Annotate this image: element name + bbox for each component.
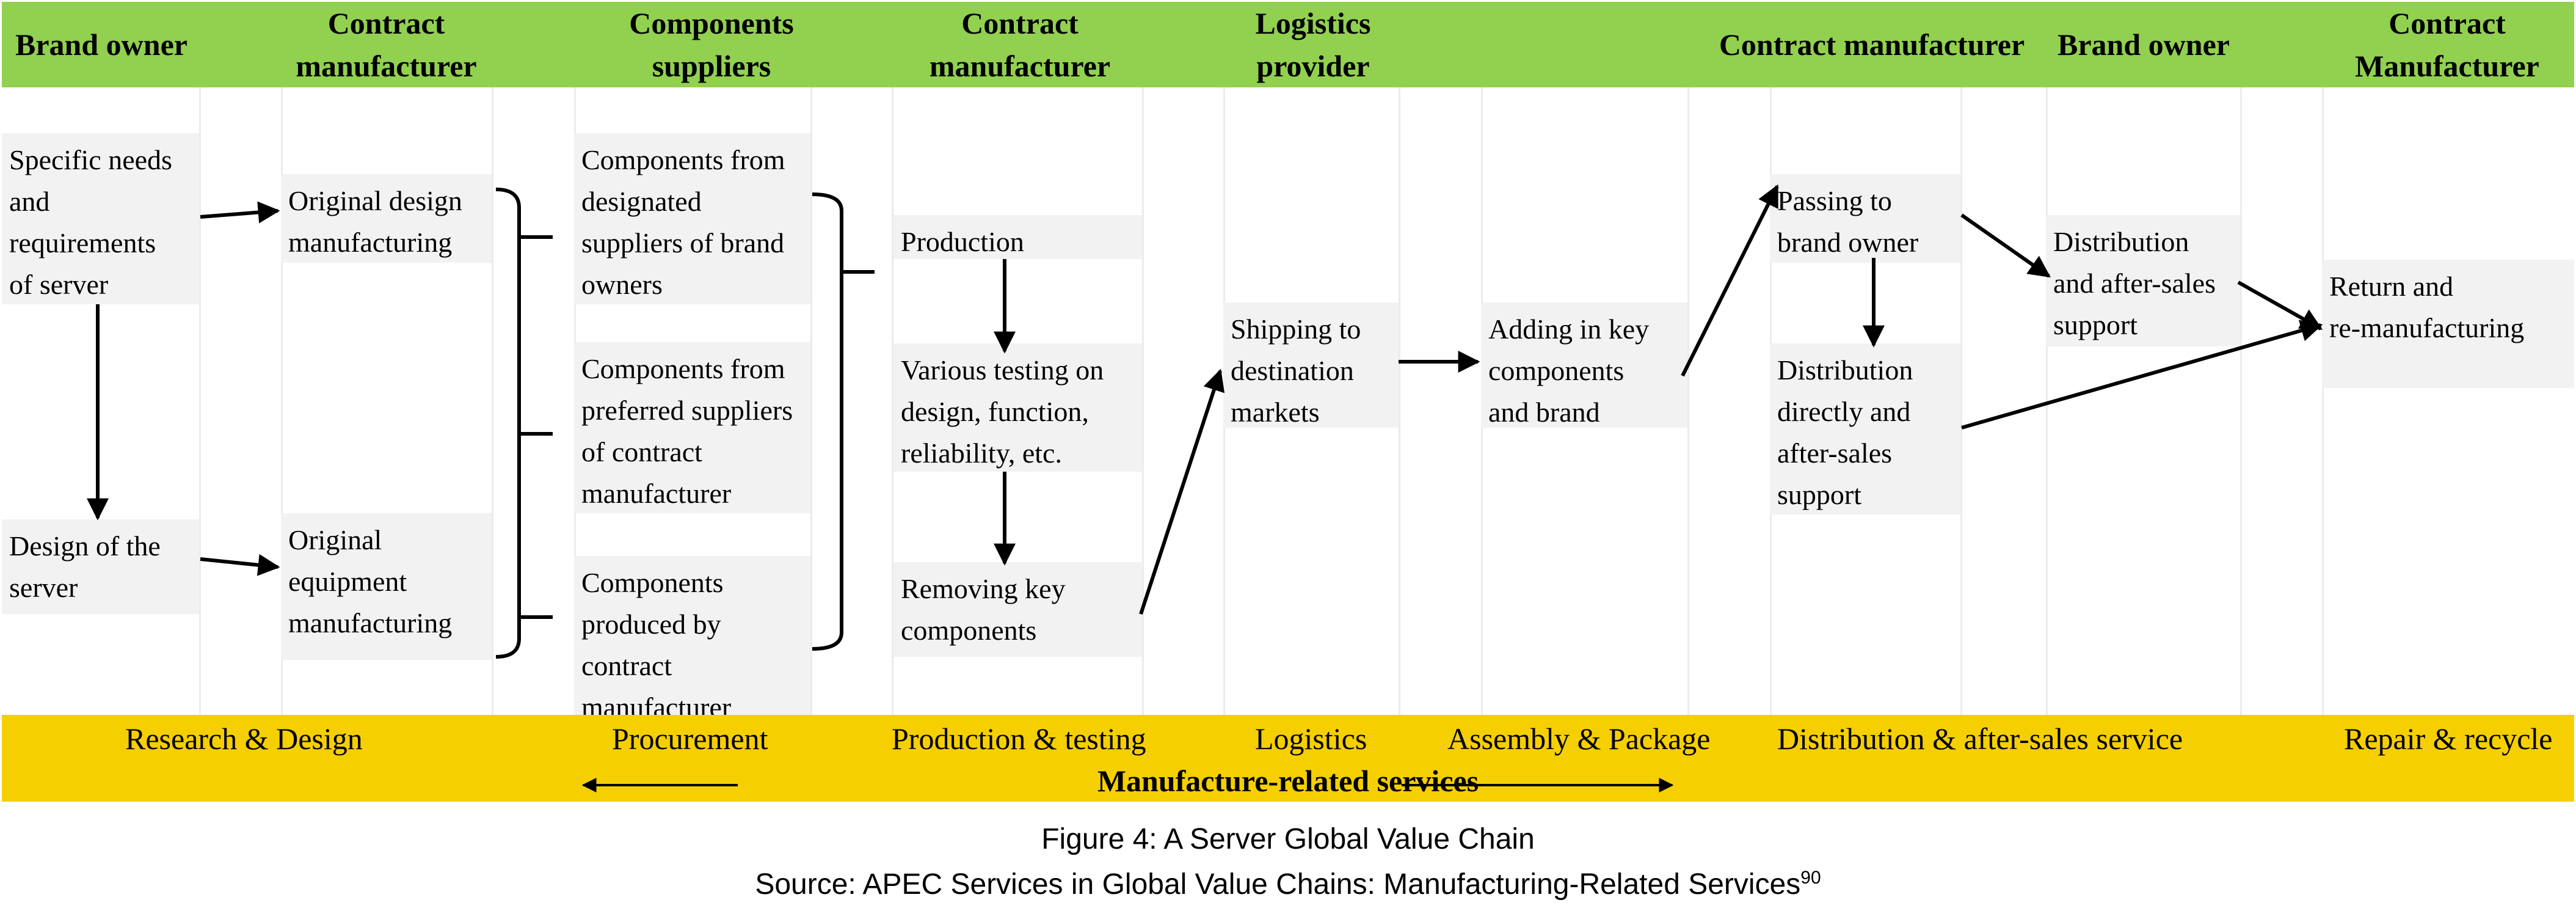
column-divider — [810, 87, 812, 715]
stage-assembly-package: Assembly & Package — [1447, 722, 1711, 756]
column-divider — [281, 87, 283, 715]
header-brand-owner-1: Brand owner — [15, 27, 187, 62]
header-brand-owner-2: Brand owner — [2058, 27, 2230, 62]
header-logistics-provider: Logistics provider — [1255, 6, 1371, 83]
column-divider — [1142, 87, 1144, 715]
arrow-design-to-oem — [200, 554, 280, 576]
box-return-remanufacturing: Return and re-manufacturing — [2322, 260, 2574, 388]
column-divider — [1960, 87, 1962, 715]
box-distribution-after-sales: Distribution and after-sales support — [2046, 215, 2240, 346]
header-contract-manufacturer-2: Contract manufacturer — [929, 6, 1111, 83]
header-components-suppliers: Components suppliers — [629, 6, 794, 83]
header-contract-manufacturer-3: Contract manufacturer — [1719, 27, 2025, 62]
column-divider — [1399, 87, 1400, 715]
column-divider — [2322, 87, 2324, 715]
bracket-manufacturing — [495, 188, 521, 659]
box-design-of-server: Design of the server — [2, 519, 199, 614]
figure-caption-source: Source: APEC Services in Global Value Ch… — [0, 858, 2576, 904]
stage-procurement: Procurement — [612, 722, 768, 756]
bracket-components — [812, 192, 843, 651]
box-components-designated-suppliers: Components from designated suppliers of … — [574, 133, 810, 304]
column-divider — [1687, 87, 1689, 715]
stage-research-design: Research & Design — [125, 722, 363, 756]
header-band — [2, 2, 2574, 87]
box-components-produced-by-cm: Components produced by contract manufact… — [574, 556, 810, 715]
arrow-adding-to-passing — [1681, 184, 1779, 377]
box-removing-key-components: Removing key components — [893, 562, 1142, 657]
header-contract-manufacturer-4: Contract Manufacturer — [2355, 6, 2539, 83]
stage-production-testing: Production & testing — [892, 722, 1146, 756]
arrow-removing-to-shipping — [1139, 368, 1225, 615]
box-distribution-directly: Distribution directly and after-sales su… — [1770, 343, 1960, 514]
box-passing-to-brand-owner: Passing to brand owner — [1770, 174, 1960, 263]
box-production: Production — [893, 215, 1142, 259]
column-divider — [892, 87, 893, 715]
header-contract-manufacturer-1: Contract manufacturer — [296, 6, 477, 83]
box-various-testing: Various testing on design, function, rel… — [893, 343, 1142, 472]
column-divider — [2240, 87, 2242, 715]
arrow-dist-direct-to-return — [1961, 320, 2323, 430]
stage-distribution-after-sales: Distribution & after-sales service — [1777, 722, 2183, 756]
arrow-needs-to-odm — [200, 201, 280, 224]
box-original-design-manufacturing: Original design manufacturing — [281, 174, 492, 263]
box-adding-key-components: Adding in key components and brand — [1481, 302, 1687, 428]
column-divider — [199, 87, 201, 715]
arrow-dist-after-to-return — [2237, 280, 2323, 331]
box-original-equipment-manufacturing: Original equipment manufacturing — [281, 513, 492, 660]
box-specific-needs: Specific needs and requirements of serve… — [2, 133, 199, 304]
box-shipping-to-markets: Shipping to destination markets — [1223, 302, 1399, 428]
figure-caption-source-text: Source: APEC Services in Global Value Ch… — [755, 868, 1801, 901]
stage-logistics: Logistics — [1255, 722, 1367, 756]
stage-repair-recycle: Repair & recycle — [2344, 722, 2553, 756]
footer-band — [2, 715, 2574, 802]
figure-caption-title: Figure 4: A Server Global Value Chain — [1041, 823, 1535, 855]
box-components-preferred-suppliers: Components from preferred suppliers of c… — [574, 342, 810, 513]
arrow-passing-to-dist-after — [1960, 213, 2051, 278]
column-divider — [2046, 87, 2048, 715]
column-divider — [492, 87, 493, 715]
footnote-marker: 90 — [1800, 868, 1821, 888]
manufacture-related-services-label: Manufacture-related services — [1097, 764, 1479, 798]
